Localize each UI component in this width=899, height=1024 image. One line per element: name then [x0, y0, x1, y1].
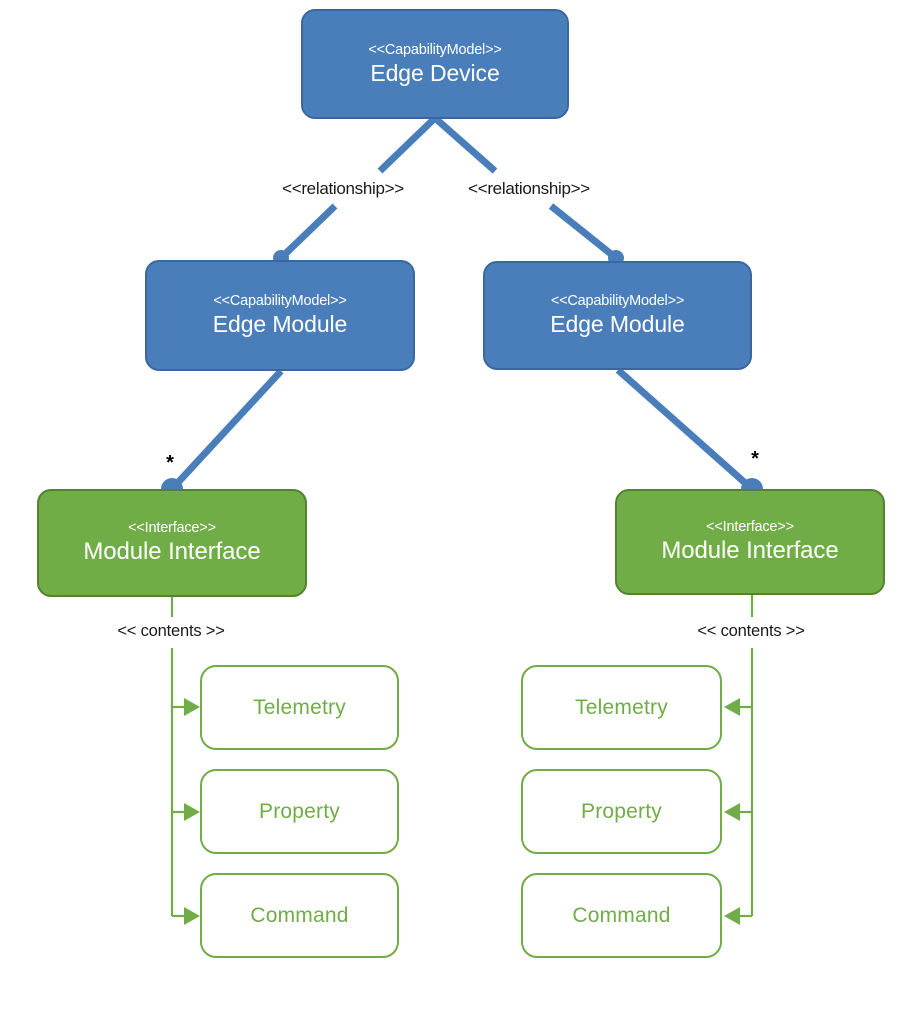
- node-edge-module-left-stereotype: <<CapabilityModel>>: [213, 293, 347, 310]
- node-module-interface-left-stereotype: <<Interface>>: [128, 520, 216, 537]
- connector-device-to-left-branch: [377, 115, 438, 174]
- arrowhead-left-property-icon: [184, 803, 200, 821]
- connector-device-to-right-branch: [432, 115, 498, 174]
- multiplicity-right: *: [751, 448, 759, 470]
- node-module-interface-right-stereotype: <<Interface>>: [706, 519, 794, 536]
- node-module-interface-right[interactable]: <<Interface>> Module Interface: [615, 489, 885, 595]
- node-edge-module-left-title: Edge Module: [212, 311, 348, 338]
- node-module-interface-left-title: Module Interface: [83, 538, 261, 566]
- arrowhead-left-telemetry-icon: [184, 698, 200, 716]
- edge-label-relationship-left: <<relationship>>: [282, 179, 404, 198]
- node-contents-left-telemetry[interactable]: Telemetry: [200, 665, 399, 750]
- node-edge-device-stereotype: <<CapabilityModel>>: [368, 41, 502, 58]
- connector-left-branch-to-edge-module: [278, 203, 338, 261]
- node-contents-right-telemetry[interactable]: Telemetry: [521, 665, 722, 750]
- connector-right-branch-to-edge-module: [548, 203, 619, 261]
- node-module-interface-left[interactable]: <<Interface>> Module Interface: [37, 489, 307, 597]
- node-contents-left-command[interactable]: Command: [200, 873, 399, 958]
- node-contents-left-property[interactable]: Property: [200, 769, 399, 854]
- edge-label-relationship-right: <<relationship>>: [468, 179, 590, 198]
- node-edge-module-right[interactable]: <<CapabilityModel>> Edge Module: [483, 261, 752, 370]
- multiplicity-left: *: [166, 452, 174, 474]
- node-edge-device[interactable]: <<CapabilityModel>> Edge Device: [301, 9, 569, 119]
- node-contents-left-telemetry-label: Telemetry: [253, 695, 346, 719]
- node-contents-right-command[interactable]: Command: [521, 873, 722, 958]
- edge-label-contents-left: << contents >>: [117, 622, 225, 640]
- node-edge-module-right-title: Edge Module: [550, 311, 685, 338]
- node-contents-right-property-label: Property: [581, 799, 662, 823]
- arrowhead-right-command-icon: [724, 907, 740, 925]
- arrowhead-left-command-icon: [184, 907, 200, 925]
- node-contents-left-property-label: Property: [259, 799, 340, 823]
- node-edge-module-right-stereotype: <<CapabilityModel>>: [550, 293, 685, 310]
- node-edge-module-left[interactable]: <<CapabilityModel>> Edge Module: [145, 260, 415, 371]
- arrowhead-right-property-icon: [724, 803, 740, 821]
- node-module-interface-right-title: Module Interface: [661, 537, 839, 565]
- connector-edge-module-left-to-interface: [169, 368, 284, 492]
- node-contents-right-telemetry-label: Telemetry: [575, 695, 668, 719]
- node-contents-right-property[interactable]: Property: [521, 769, 722, 854]
- node-contents-left-command-label: Command: [250, 903, 349, 927]
- node-contents-right-command-label: Command: [572, 903, 671, 927]
- connector-edge-module-right-to-interface: [615, 367, 755, 492]
- arrowhead-right-telemetry-icon: [724, 698, 740, 716]
- node-edge-device-title: Edge Device: [370, 59, 500, 86]
- edge-label-contents-right: << contents >>: [697, 622, 805, 640]
